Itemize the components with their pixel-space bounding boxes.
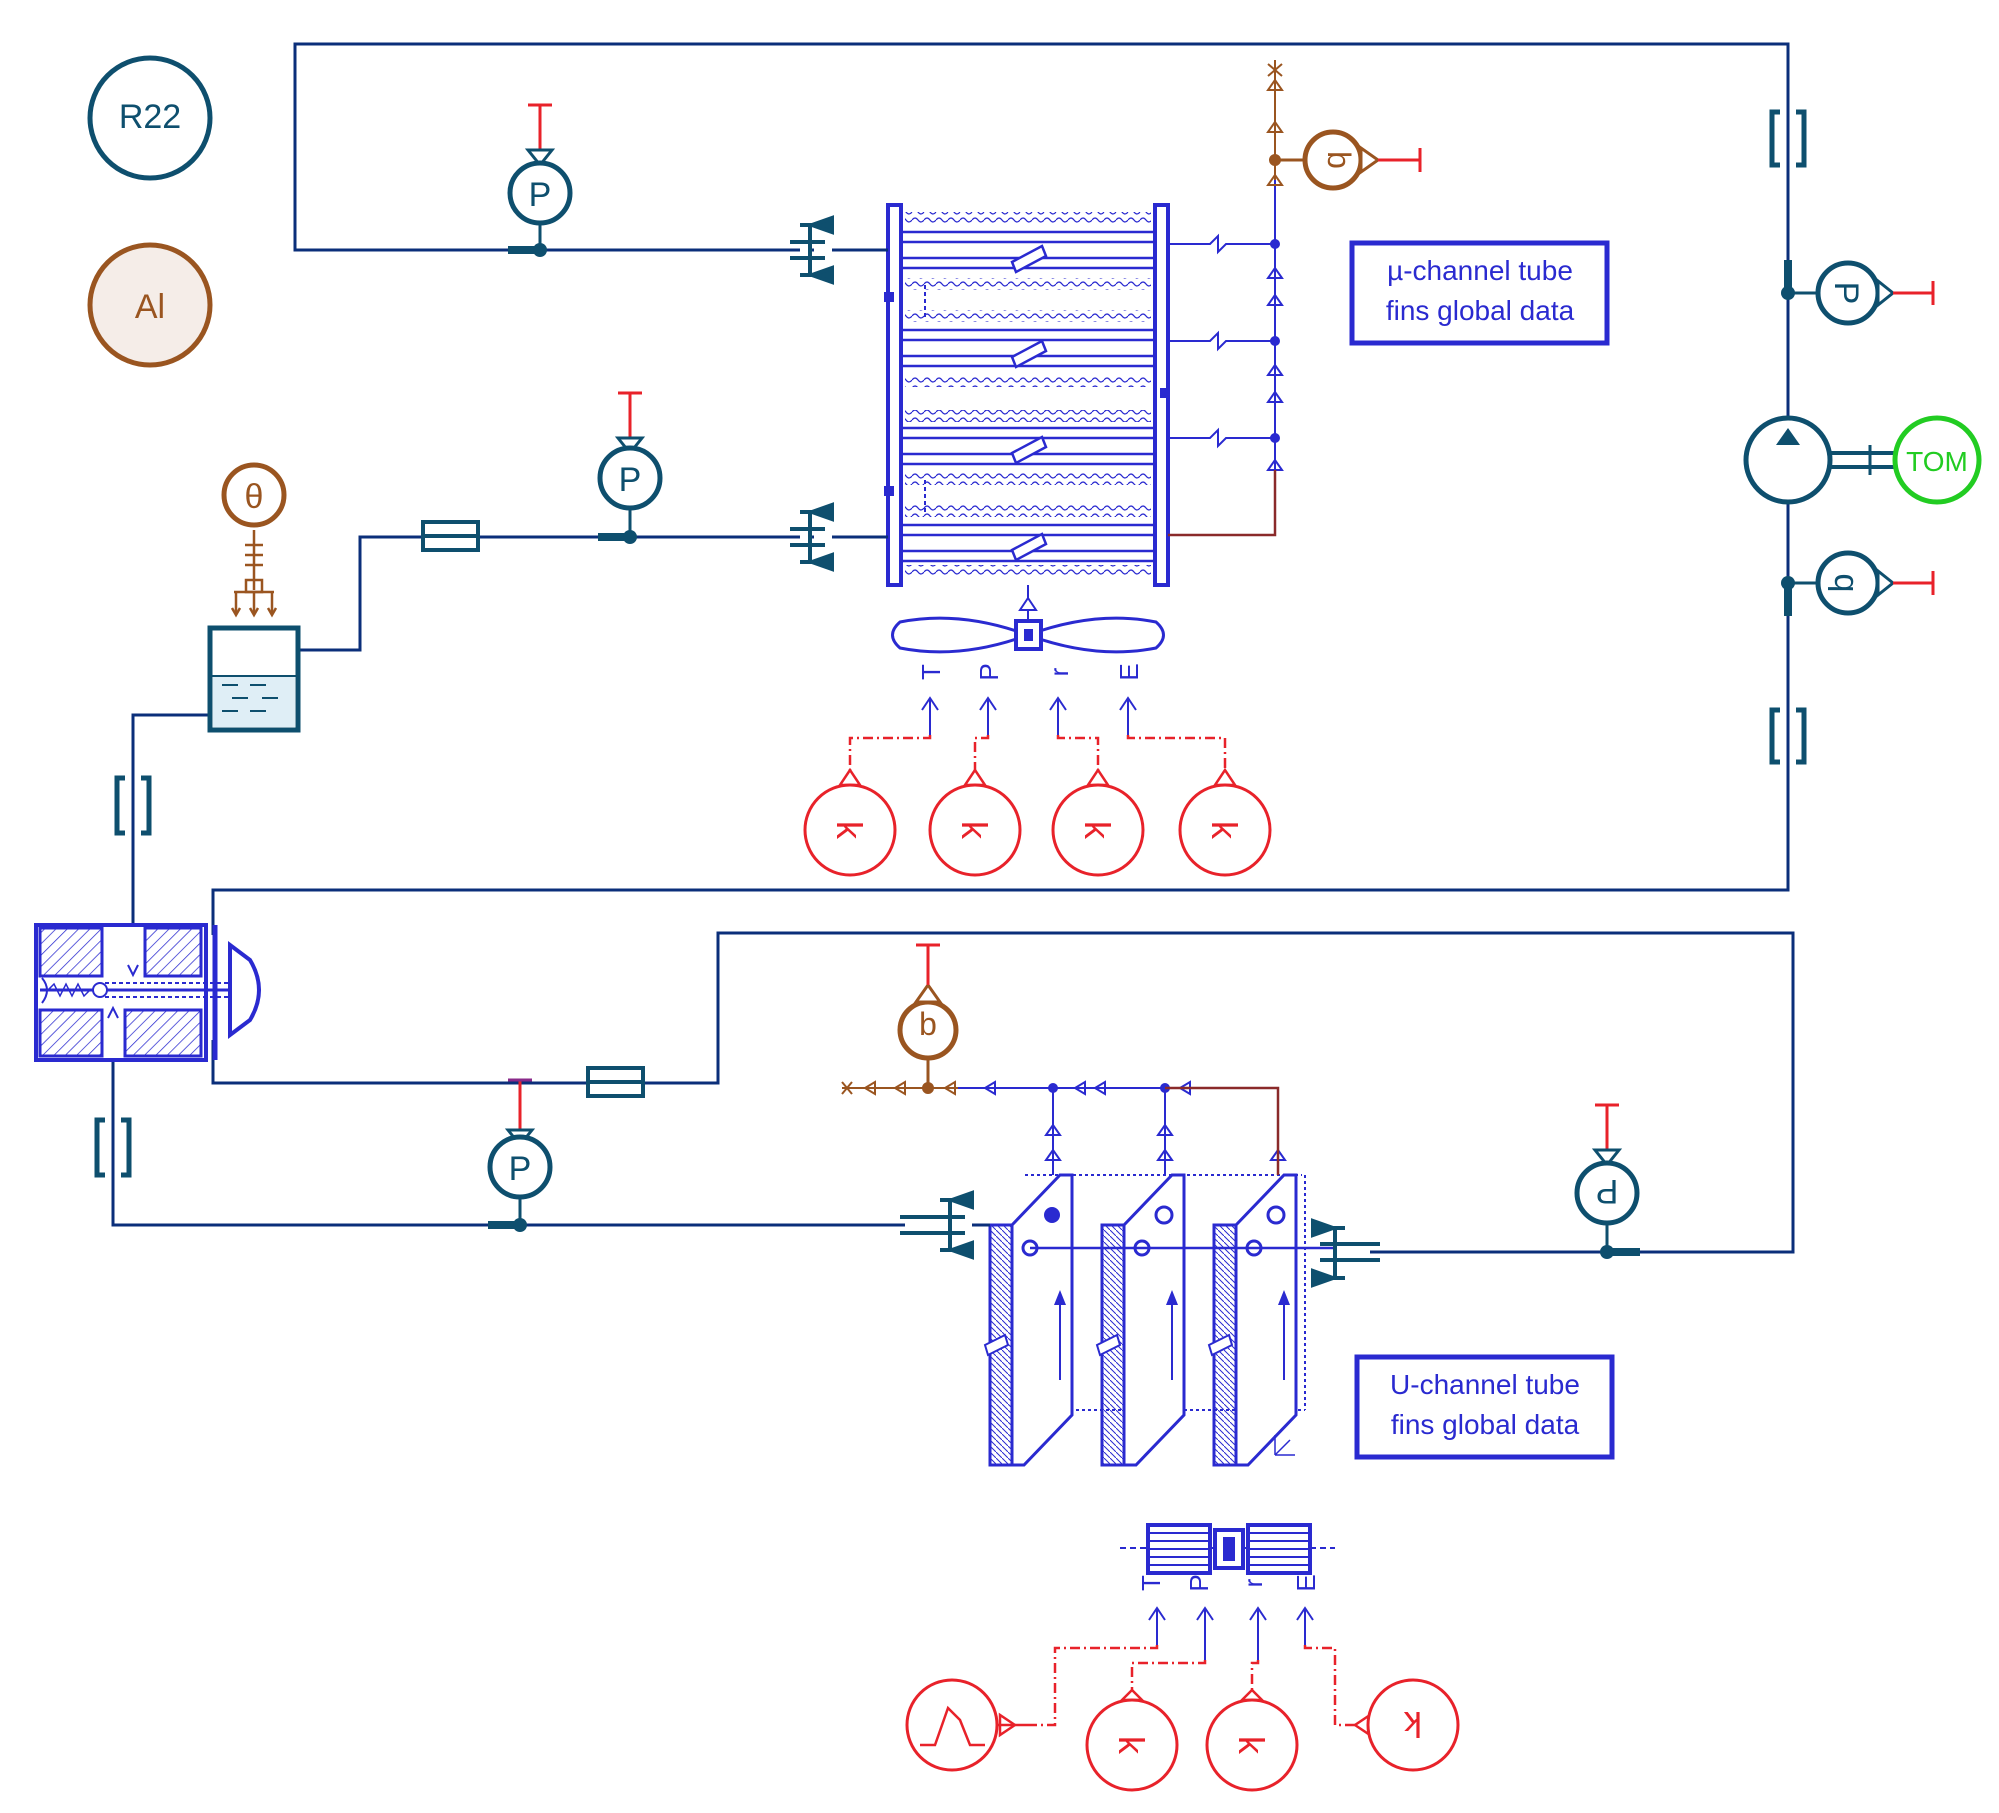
constant-label: k <box>1403 1704 1422 1745</box>
pressure-sensor-top[interactable]: P <box>507 103 573 257</box>
constant-label: k <box>1077 821 1118 840</box>
material-badge: Al <box>87 242 213 368</box>
heat-source-receiver <box>230 530 278 618</box>
condenser-inlet-nozzle <box>790 215 834 285</box>
condenser-box-line2: fins global data <box>1386 295 1575 326</box>
evaporator-blower-inputs: T P r E <box>1136 1574 1321 1660</box>
evaporator-thermal-chain <box>841 1080 958 1096</box>
pipe-connector-right-bottom <box>1769 707 1807 765</box>
pressure-label: P <box>1596 1172 1619 1210</box>
pressure-sensor-evap-outlet[interactable]: P <box>1574 1103 1640 1259</box>
pressure-sensor-liquid[interactable]: P <box>597 391 663 544</box>
liquid-receiver[interactable] <box>207 625 301 733</box>
constant-label: k <box>1111 1736 1152 1755</box>
signal-lines <box>848 735 1355 1727</box>
condenser[interactable] <box>884 203 1170 587</box>
pressure-label: P <box>1827 282 1865 305</box>
temperature-sensor-receiver[interactable]: θ <box>221 462 287 528</box>
pressure-sensor-suction-right[interactable]: q <box>1781 550 1935 616</box>
refrigerant-badge: R22 <box>87 55 213 181</box>
input-pressure-label: P <box>974 663 1004 680</box>
pipe-connector-right-top <box>1769 109 1807 168</box>
heat-flow-sensor-condenser[interactable]: q <box>1275 129 1422 191</box>
discharge-pipe <box>211 42 1790 935</box>
pipe-connector-left <box>114 775 152 836</box>
evaporator-slab-3 <box>1207 1173 1298 1467</box>
constant-source-2[interactable]: k <box>928 767 1022 877</box>
input-enable-label: E <box>1114 663 1144 680</box>
condenser-box-line1: µ-channel tube <box>1387 255 1573 286</box>
suction-pipe-lower <box>111 1040 905 1227</box>
pressure-sensor-discharge-right[interactable]: P <box>1781 260 1935 326</box>
heat-flow-label: q <box>1316 151 1352 169</box>
material-label: Al <box>135 288 165 326</box>
condenser-outlet-nozzle <box>790 502 834 572</box>
evaporator-slab-2 <box>1095 1173 1186 1467</box>
pipe-element-liquid <box>421 520 480 552</box>
evaporator-global-data-box[interactable]: U-channel tube fins global data <box>1354 1354 1615 1460</box>
pipe-element-suction <box>586 1066 645 1098</box>
motor-label: TOM <box>1906 446 1968 477</box>
pressure-label: q <box>1827 574 1865 593</box>
condenser-fan[interactable] <box>891 585 1165 654</box>
heat-flow-sensor-evaporator[interactable]: q <box>897 943 959 1088</box>
evaporator-blower[interactable] <box>1120 1523 1335 1575</box>
constant-source-3[interactable]: k <box>1051 767 1145 877</box>
evaporator-inlet-nozzle <box>900 1190 974 1260</box>
condenser-fin-rows <box>905 212 1151 577</box>
pressure-sensor-suction[interactable]: P <box>487 1078 553 1232</box>
constant-source-5[interactable]: k <box>1085 1688 1179 1792</box>
constant-source-4[interactable]: k <box>1178 767 1272 877</box>
temperature-label: θ <box>245 478 264 516</box>
heat-flow-label: q <box>919 1011 937 1047</box>
expansion-valve[interactable] <box>34 923 261 1062</box>
constant-label: k <box>1231 1736 1272 1755</box>
evaporator-air-network <box>958 1080 1287 1175</box>
evaporator-slab-1 <box>983 1173 1074 1467</box>
receiver-outlet-pipe <box>131 713 235 965</box>
input-temperature-label: T <box>1136 1575 1166 1591</box>
evaporator-box-line1: U-channel tube <box>1390 1369 1580 1400</box>
input-temperature-label: T <box>916 664 946 680</box>
evaporator-box-line2: fins global data <box>1391 1409 1580 1440</box>
pipes <box>111 42 1795 1254</box>
refrigerant-label: R22 <box>119 98 181 136</box>
pressure-label: P <box>619 461 642 499</box>
pipe-connector-lower-left <box>94 1117 132 1178</box>
condenser-fan-inputs: T P r E <box>916 663 1144 735</box>
input-speed-label: r <box>1238 1578 1268 1587</box>
condenser-heat-port-line <box>1168 470 1277 537</box>
constant-label: k <box>954 821 995 840</box>
condenser-air-network <box>1168 180 1284 471</box>
evaporator-heat-port-line <box>1165 1086 1280 1175</box>
condenser-thermal-chain <box>1266 60 1284 186</box>
pressure-label: P <box>529 176 552 214</box>
constant-source-1[interactable]: k <box>803 767 897 877</box>
input-speed-label: r <box>1044 667 1074 676</box>
input-pressure-label: P <box>1184 1574 1214 1591</box>
suction-pipe-upper <box>211 931 1795 1254</box>
condenser-global-data-box[interactable]: µ-channel tube fins global data <box>1349 240 1610 346</box>
pressure-label: P <box>509 1150 532 1188</box>
evaporator[interactable] <box>983 1173 1335 1467</box>
waveform-source[interactable] <box>905 1678 1035 1772</box>
constant-source-7[interactable]: k <box>1352 1678 1460 1772</box>
liquid-line-pipe <box>280 535 814 652</box>
constant-source-6[interactable]: k <box>1205 1688 1299 1792</box>
evaporator-outlet-nozzle <box>1311 1218 1380 1288</box>
constant-label: k <box>1204 821 1245 840</box>
constant-label: k <box>829 821 870 840</box>
compressor[interactable] <box>1743 415 1895 505</box>
motor[interactable]: TOM <box>1892 415 1982 505</box>
input-enable-label: E <box>1291 1574 1321 1591</box>
